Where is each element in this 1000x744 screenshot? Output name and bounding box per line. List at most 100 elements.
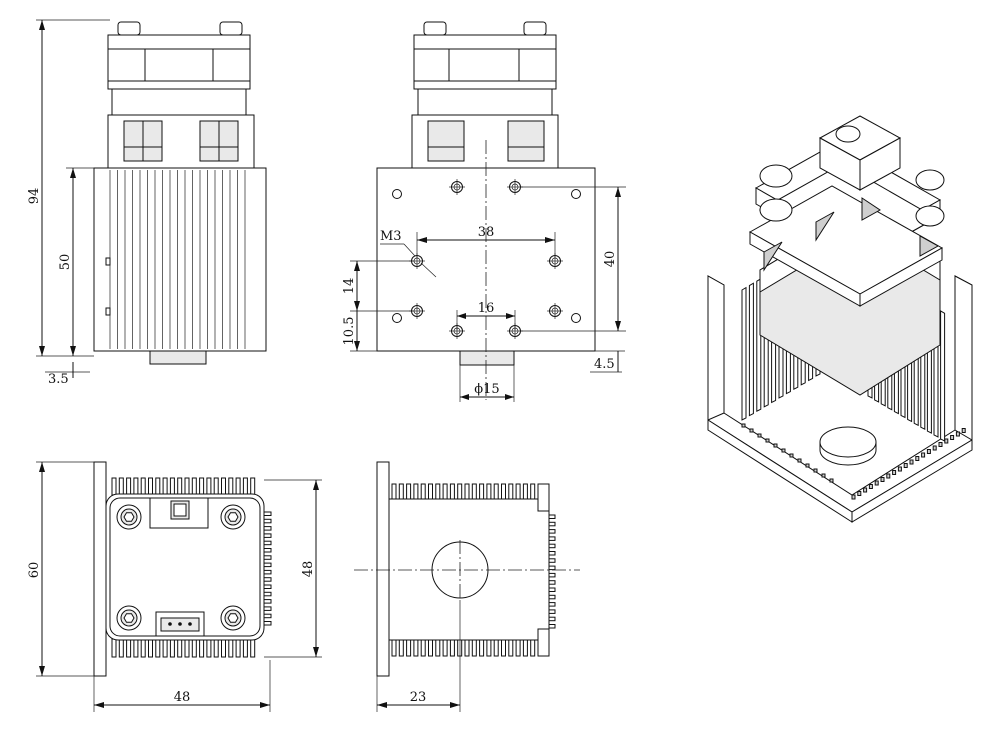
dim-hole-spacing-vertical: 40 [603,251,618,268]
end-top-fin [530,483,536,500]
top-fin [111,477,117,496]
end-bottom-fin [449,639,455,657]
side-fin [263,562,272,568]
top-fin [118,477,124,496]
end-top-fin [413,483,419,500]
side-fin [263,584,272,589]
iso-front-fin [915,456,920,461]
side-fin [263,548,272,553]
iso-front-fin [961,428,966,433]
iso-left-fin [757,433,762,438]
end-bottom-fin [428,639,433,657]
dim-hole-spacing-wide: 38 [478,225,495,240]
end-side-fin [548,551,556,556]
end-top-fin [449,483,455,500]
top-fin [169,477,175,496]
iso-left-fin [813,468,818,473]
end-top-fin [428,483,433,500]
side-fin [263,540,272,546]
top-fin [155,477,161,496]
side-fin [263,606,272,611]
iso-front-fin [897,466,902,472]
end-side-fin [548,602,556,607]
end-side-fin [548,616,556,622]
iso-fin [741,286,747,421]
iso-left-fin [789,453,794,458]
end-side-fin [548,594,556,600]
dim-width: 48 [174,690,191,705]
iso-left-fin [781,448,786,453]
iso-front-fin [880,477,885,482]
bottom-fin [199,638,205,658]
iso-front-fin [892,470,897,475]
dim-hole-pitch: 14 [342,278,357,295]
end-side-fin [548,609,556,614]
end-bottom-fin [501,639,506,657]
end-view: 23 [354,461,580,712]
end-top-fin [486,483,492,500]
dim-half-width: 23 [410,690,427,705]
end-bottom-fin [508,639,514,657]
side-fin [263,613,272,619]
side-fin [263,518,272,524]
top-fin [250,477,256,496]
end-bottom-fin [420,639,426,657]
bottom-fin [169,638,175,658]
isometric-view [707,115,973,523]
bottom-view: 60 48 48 [27,461,322,712]
iso-front-fin [921,452,926,458]
end-edge [537,628,550,657]
end-side-fin [548,529,556,534]
end-bottom-fin [522,639,528,657]
side-fin [263,599,272,604]
end-bottom-fin [398,639,404,657]
end-side-fin [548,558,556,563]
end-top-fin [522,483,528,500]
bottom-fin [206,638,212,658]
bottom-fin [184,638,190,658]
top-fin [162,477,168,496]
iso-left-fin [773,443,778,448]
end-side-fin [548,587,556,592]
bottom-fin [221,638,226,658]
end-bottom-fin [493,639,499,657]
end-top-fin [398,483,404,500]
dim-bottom-offset: 3.5 [48,372,69,387]
top-fin [148,477,153,496]
end-top-fin [515,483,521,500]
end-side-fin [548,514,556,519]
top-fin [242,477,248,496]
side-fin [263,511,272,516]
end-top-fin [471,483,477,500]
screw-hex [123,512,135,522]
top-fin [184,477,190,496]
iso-fin [748,282,754,417]
bottom-fin [148,638,153,658]
bottom-fin [250,638,256,658]
top-fin [228,477,234,496]
top-fin [213,477,219,496]
iso-left-fin [797,458,802,463]
end-side-fin [548,565,556,571]
side-fin [263,569,272,575]
end-bottom-fin [479,639,485,657]
bottom-fin [162,638,168,658]
side-fin [263,533,272,538]
bottom-fin [155,638,161,658]
bottom-fin [140,638,146,658]
iso-left-fin [765,438,770,443]
corner-hole [571,313,581,323]
iso-front-fin [909,459,914,465]
iso-left-fin [821,473,826,478]
iso-front-fin [886,473,891,479]
end-top-fin [406,483,412,500]
end-top-fin [508,483,514,500]
label-thread: M3 [380,229,402,244]
iso-front-fin [938,442,943,447]
iso-left-fin [829,478,834,483]
bottom-fin [118,638,124,658]
top-fin [221,477,226,496]
dim-right-offset: 4.5 [594,357,615,372]
top-fin [191,477,197,496]
end-bottom-fin [406,639,412,657]
